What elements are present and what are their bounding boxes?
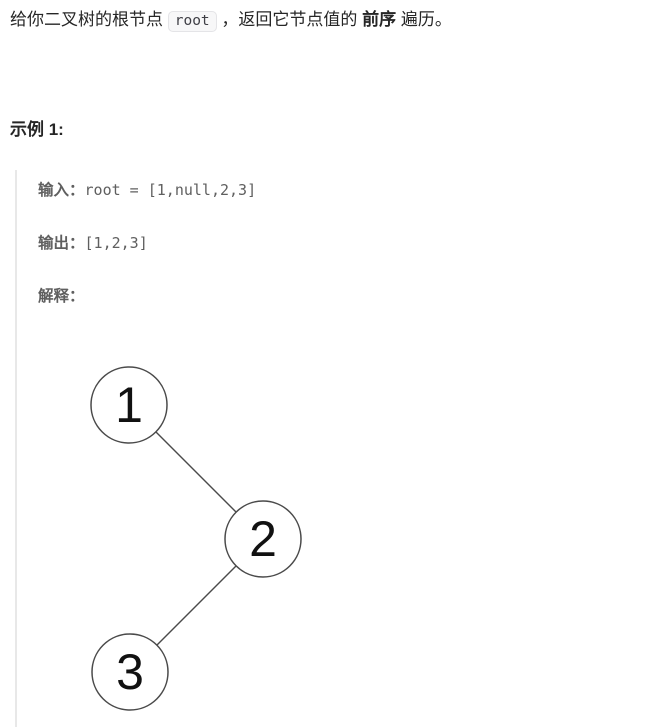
tree-node-label: 1 [115,377,143,433]
statement-suffix: 遍历。 [400,10,452,29]
statement-emphasis: 前序 [362,10,397,29]
statement-prefix: 给你二叉树的根节点 [10,10,163,29]
tree-node [90,366,168,444]
tree-node [91,633,169,711]
tree-node [224,500,302,578]
tree-diagram: 1 2 3 [90,366,302,711]
tree-node-label: 3 [116,644,144,700]
example-block: 输入：root = [1,null,2,3] 输出：[1,2,3] 解释： 1 2… [15,170,638,727]
explanation-label: 解释： [38,288,85,305]
example-heading: 示例 1: [10,120,64,139]
input-line: 输入：root = [1,null,2,3] [38,180,638,201]
input-label: 输入： [38,182,85,199]
problem-statement: 给你二叉树的根节点 root ，返回它节点值的 前序 遍历。 [10,6,638,35]
explanation-line: 解释： [38,286,638,307]
tree-node-label: 2 [249,511,277,567]
output-label: 输出： [38,235,85,252]
statement-middle: ，返回它节点值的 [221,10,358,29]
inline-code-root: root [167,11,217,32]
output-value: [1,2,3] [84,234,148,252]
output-line: 输出：[1,2,3] [38,233,638,254]
input-value: root = [1,null,2,3] [84,181,257,199]
